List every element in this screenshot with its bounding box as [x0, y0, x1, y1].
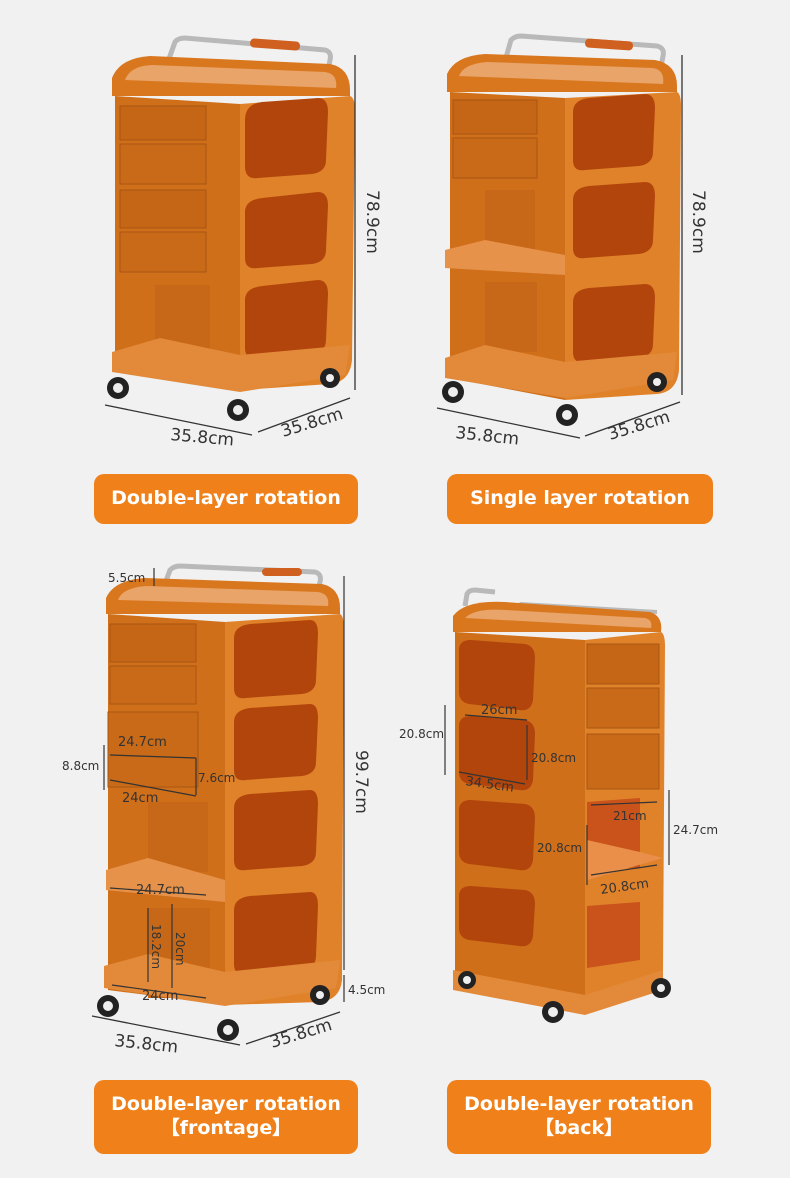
caption-line-2: 【back】 — [534, 1117, 624, 1139]
trolley-illustration-3: 5.5cm 99.7cm 8.8cm 24.7cm 7.6cm 24cm 24.… — [62, 563, 385, 1058]
trolley-illustration-4: 20.8cm 26cm 20.8cm 34.5cm 21cm 24.7cm 20… — [399, 587, 718, 1023]
width-dimension: 35.8cm — [454, 423, 520, 450]
caption-label: Double-layer rotation 【frontage】 — [94, 1080, 358, 1154]
shelf-bottom-width-dimension: 24cm — [142, 989, 178, 1004]
caption-label: Double-layer rotation 【back】 — [447, 1080, 711, 1154]
depth-dimension: 35.8cm — [606, 407, 673, 445]
wheel-height-dimension: 4.5cm — [348, 983, 385, 997]
caption-line-1: Double-layer rotation — [111, 1093, 341, 1116]
shelf-width-dimension: 24.7cm — [136, 883, 185, 898]
width-dimension: 35.8cm — [170, 425, 235, 450]
height-dimension: 99.7cm — [351, 750, 371, 814]
caption-line-2: 【frontage】 — [160, 1117, 292, 1139]
caption-line-1: Single layer rotation — [470, 487, 690, 510]
product-view-double-layer: 35.8cm 35.8cm 78.9cm Double-layer rotati… — [0, 0, 395, 540]
depth-dimension: 35.8cm — [279, 404, 346, 442]
height-dimension: 78.9cm — [362, 190, 382, 254]
trolley-illustration-2: 35.8cm 35.8cm 78.9cm — [436, 33, 708, 450]
width-dimension: 35.8cm — [113, 1031, 179, 1058]
height-dimension: 78.9cm — [688, 190, 708, 254]
niche-depth-dimension: 20.8cm — [537, 841, 582, 855]
drawer-height-dimension: 8.8cm — [62, 759, 99, 773]
niche-height-dimension: 24.7cm — [673, 823, 718, 837]
product-view-back: 20.8cm 26cm 20.8cm 34.5cm 21cm 24.7cm 20… — [395, 540, 790, 1178]
depth-dimension: 35.8cm — [268, 1015, 335, 1053]
shelf-height-1-dimension: 18.2cm — [149, 924, 163, 969]
bottom-width-dimension: 34.5cm — [464, 774, 514, 796]
handle-height-dimension: 5.5cm — [108, 571, 145, 585]
niche-width-dimension: 21cm — [613, 809, 647, 823]
product-view-single-layer: 35.8cm 35.8cm 78.9cm Single layer rotati… — [395, 0, 790, 540]
drawer-width-bottom-dimension: 24cm — [122, 791, 158, 806]
shelf-height-2-dimension: 20cm — [173, 932, 187, 966]
drawer-width-top-dimension: 24.7cm — [118, 735, 167, 750]
inner-height-dimension: 20.8cm — [531, 751, 576, 765]
niche-bottom-dimension: 20.8cm — [599, 876, 649, 898]
side-height-dimension: 20.8cm — [399, 727, 444, 741]
caption-label: Double-layer rotation — [94, 474, 358, 524]
product-view-frontage: 5.5cm 99.7cm 8.8cm 24.7cm 7.6cm 24cm 24.… — [0, 540, 395, 1178]
caption-line-1: Double-layer rotation — [464, 1093, 694, 1116]
top-width-dimension: 26cm — [481, 703, 517, 718]
caption-line-1: Double-layer rotation — [111, 487, 341, 510]
caption-label: Single layer rotation — [447, 474, 713, 524]
trolley-illustration-1: 35.8cm 35.8cm 78.9cm — [104, 35, 382, 451]
drawer-depth-dimension: 7.6cm — [198, 771, 235, 785]
